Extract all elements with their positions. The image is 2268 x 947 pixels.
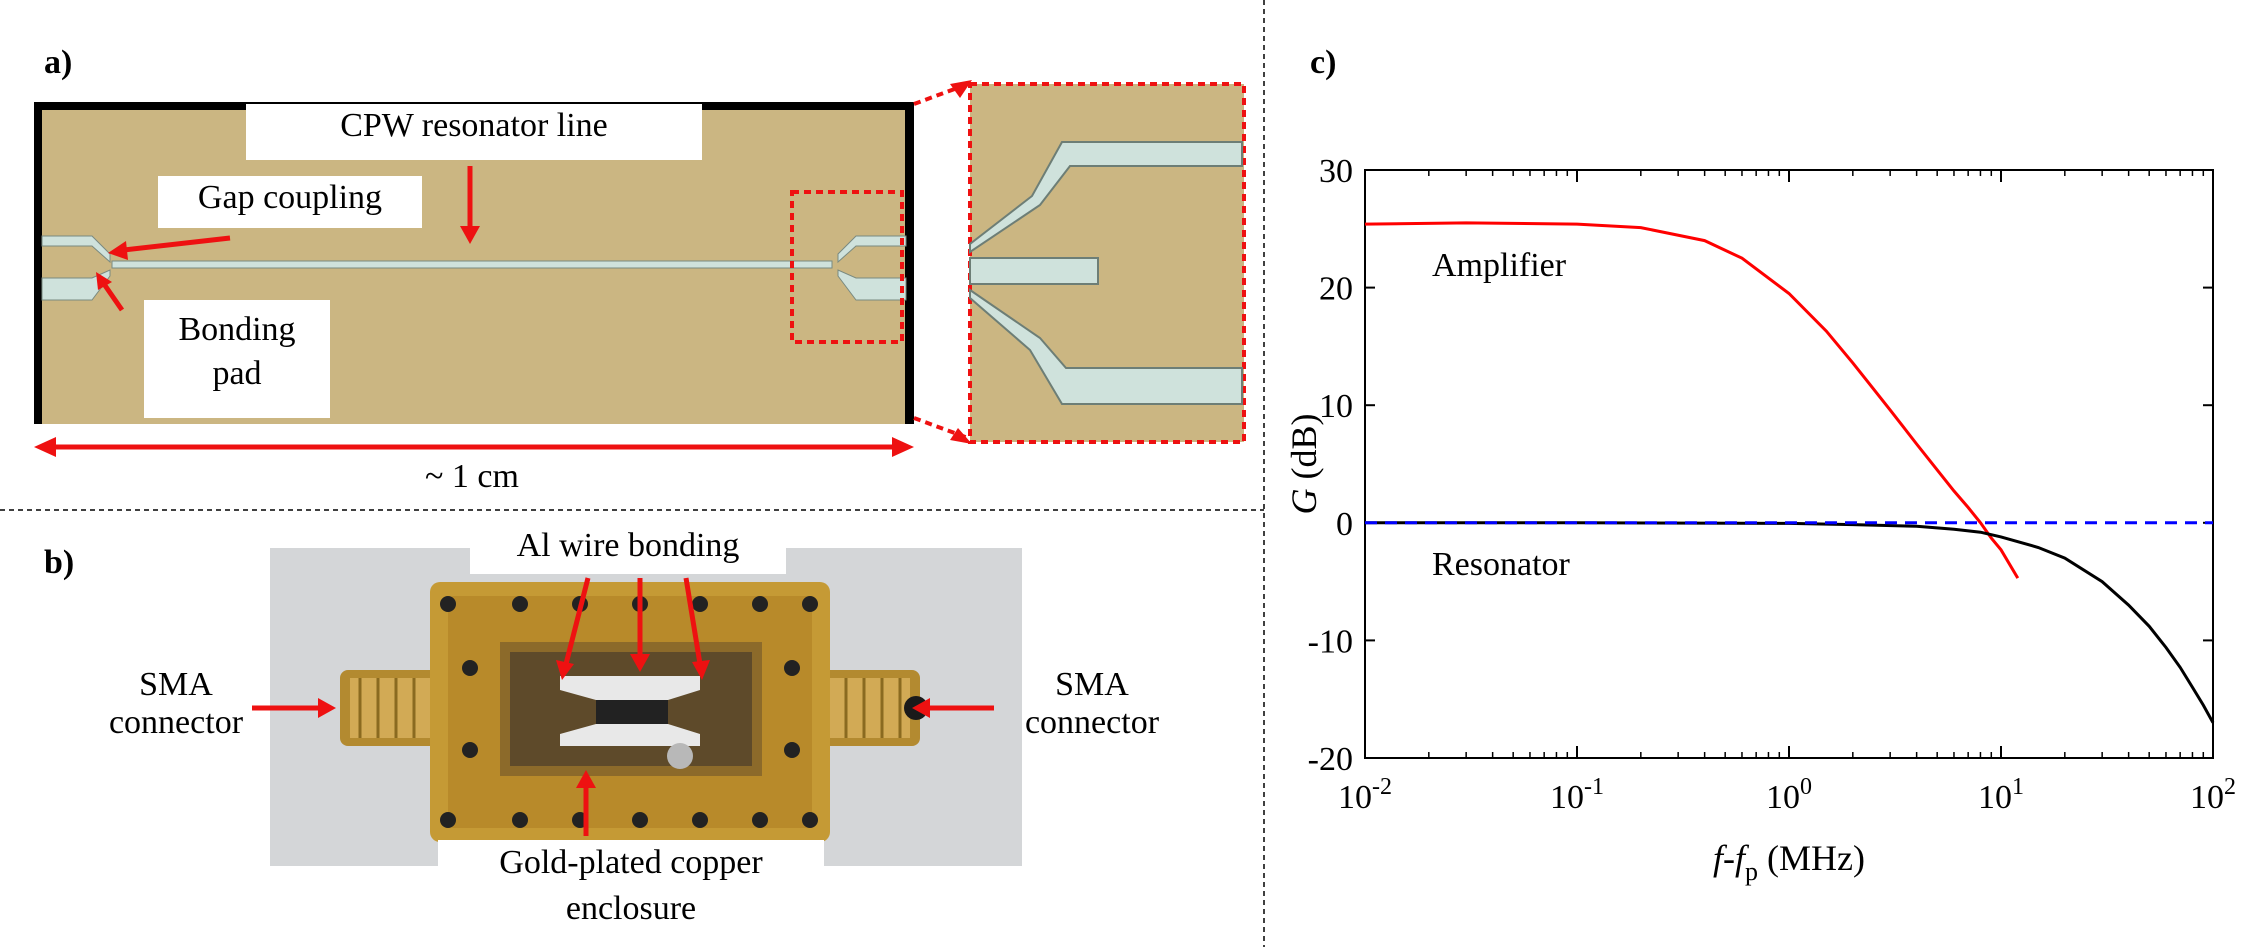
wire-bonding-label: Al wire bonding (470, 524, 786, 574)
enclosure-label-line2: enclosure (565, 890, 697, 927)
x-tick-label: 100 (1766, 774, 1812, 816)
left-bonding-pad-upper (41, 235, 111, 264)
sma-left-label-line2: connector (108, 704, 244, 741)
x-axis-label: f-fp (MHz) (1713, 838, 1865, 886)
right-bonding-pad-lower (837, 269, 907, 301)
zoom-feed-line (969, 257, 1099, 285)
sma-right-label-line1: SMA (1055, 666, 1129, 703)
left-bonding-pad-lower (41, 269, 111, 301)
bonding-pad-label-line1: Bonding (178, 311, 296, 348)
series-resonator (1365, 521, 2215, 724)
gap-coupling-label: Gap coupling (158, 176, 422, 228)
enclosure-label: Gold-plated copper enclosure (438, 840, 824, 940)
panel-b-label: b) (44, 544, 75, 581)
sma-right-label-line2: connector (1024, 704, 1160, 741)
zoom-lower-trace (969, 288, 1243, 405)
x-tick-label: 101 (1978, 774, 2024, 816)
series-amplifier (1364, 221, 2020, 579)
series-label-resonator: Resonator (1432, 546, 1571, 583)
bonding-pad-label: Bonding pad (144, 300, 330, 418)
y-tick-label: 10 (1319, 388, 1353, 425)
x-tick-label: 10-2 (1338, 774, 1392, 816)
y-axis-label: G (dB) (1284, 414, 1324, 515)
zoom-region-box (790, 190, 904, 344)
zoom-upper-trace (969, 141, 1243, 254)
enclosure-photo (252, 548, 1022, 866)
panel-c-label: c) (1310, 44, 1337, 81)
y-tick-label: -10 (1308, 623, 1353, 660)
sma-right-label: SMA connector (1000, 666, 1184, 742)
cpw-label: CPW resonator line (246, 104, 702, 160)
enclosure-label-line1: Gold-plated copper (499, 844, 763, 881)
y-tick-label: 30 (1319, 153, 1353, 190)
bonding-pad-label-line2: pad (212, 355, 262, 392)
y-tick-label: 20 (1319, 271, 1353, 308)
sma-left-label-line1: SMA (139, 666, 213, 703)
x-tick-label: 10-1 (1550, 774, 1604, 816)
scale-label: ~ 1 cm (425, 458, 519, 495)
series-label-amplifier: Amplifier (1432, 247, 1567, 284)
panel-a-label: a) (44, 44, 73, 81)
y-tick-label: 0 (1336, 506, 1353, 543)
x-tick-label: 102 (2190, 774, 2236, 816)
y-tick-label: -20 (1308, 741, 1353, 778)
sma-left-label: SMA connector (84, 666, 268, 742)
right-bonding-pad-upper (837, 235, 907, 264)
cpw-center-line (111, 260, 833, 269)
